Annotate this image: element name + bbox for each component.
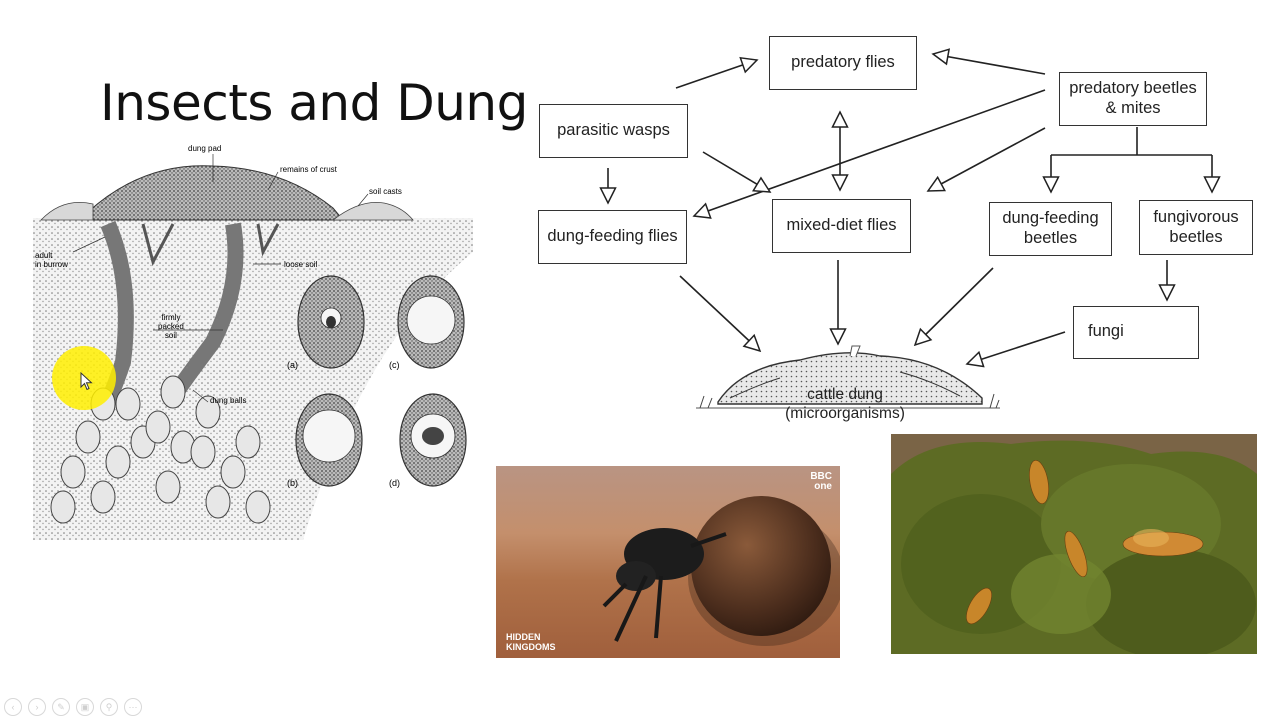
- node-cattle-dung: cattle dung (microorganisms): [760, 386, 930, 423]
- next-slide-icon[interactable]: ›: [28, 698, 46, 716]
- bbc-one-logo: BBC one: [810, 472, 832, 492]
- dung-beetle-photo: BBC one HIDDEN KINGDOMS: [496, 466, 840, 658]
- slide-sorter-icon[interactable]: ▣: [76, 698, 94, 716]
- dung-beetle-scene: [496, 466, 840, 658]
- hidden-kingdoms-logo: HIDDEN KINGDOMS: [506, 633, 556, 652]
- node-mixed-diet-flies: mixed-diet flies: [772, 199, 911, 253]
- pen-icon[interactable]: ✎: [52, 698, 70, 716]
- zoom-icon[interactable]: ⚲: [100, 698, 118, 716]
- node-fungi-label: fungi: [1088, 322, 1124, 341]
- node-parasitic-wasps: parasitic wasps: [539, 104, 688, 158]
- node-fungivorous-beetles: fungivorous beetles: [1139, 200, 1253, 255]
- dung-flies-photo: [891, 434, 1257, 654]
- node-predatory-flies: predatory flies: [769, 36, 917, 90]
- dung-flies-scene: [891, 434, 1257, 654]
- node-predatory-beetles-mites: predatory beetles & mites: [1059, 72, 1207, 126]
- mouse-cursor-icon: [80, 372, 94, 392]
- previous-slide-icon[interactable]: ‹: [4, 698, 22, 716]
- node-dung-feeding-beetles: dung-feeding beetles: [989, 202, 1112, 256]
- slideshow-controls: ‹ › ✎ ▣ ⚲ ⋯: [4, 698, 142, 716]
- node-dung-feeding-flies: dung-feeding flies: [538, 210, 687, 264]
- more-options-icon[interactable]: ⋯: [124, 698, 142, 716]
